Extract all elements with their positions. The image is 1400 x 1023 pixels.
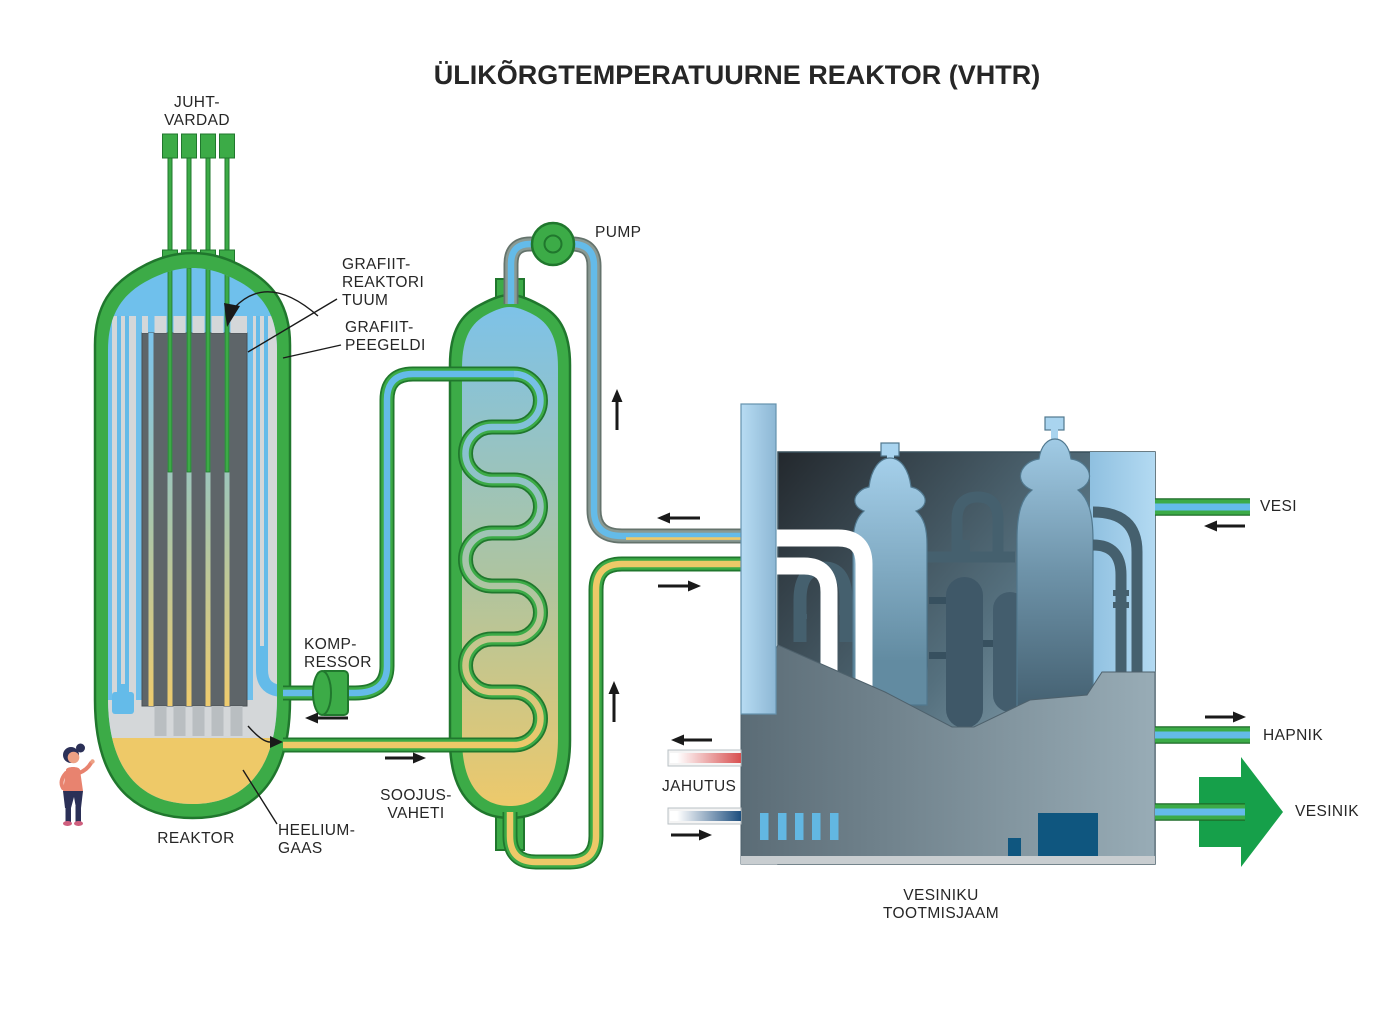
label-graphite-reflector: GRAFIIT- PEEGELDI [345, 319, 426, 354]
person-pants [63, 791, 83, 808]
secondary-loop [502, 236, 741, 870]
label-control-rods: JUHT- VARDAD [164, 94, 230, 129]
plant-reactor-vessel-large [1016, 416, 1094, 761]
return-pipe-cool [507, 240, 741, 540]
label-oxygen: HAPNIK [1263, 727, 1324, 744]
cooling-in-pipe [670, 811, 741, 821]
label-pump: PUMP [595, 224, 642, 241]
compressor [312, 670, 349, 716]
control-rods-inside [167, 268, 230, 473]
arrow-cooling-left [671, 734, 712, 746]
callout-reflector [282, 344, 342, 359]
callout-core [247, 298, 338, 353]
arrow-water-left [1204, 520, 1245, 532]
label-reactor: REAKTOR [157, 830, 235, 847]
rod-insertion-arrow [224, 291, 319, 327]
control-rods [162, 133, 235, 271]
person-shoe [63, 821, 72, 826]
cooling-pipes [667, 749, 742, 825]
label-water: VESI [1260, 498, 1297, 515]
downcomer-right-outlet [256, 650, 277, 697]
hydrogen-output [1155, 757, 1283, 867]
arrow-up-supply [608, 681, 620, 722]
label-heat-exchanger: SOOJUS- VAHETI [380, 787, 452, 822]
arrow-cooling-right [671, 829, 712, 841]
plant-chimney [740, 403, 777, 715]
label-graphite-core: GRAFIIT- REAKTORI TUUM [342, 256, 425, 309]
flow-arrows [305, 389, 1246, 841]
supply-pipe-hot [506, 560, 741, 866]
plant-windows [760, 813, 839, 840]
callout-helium [242, 769, 278, 825]
downcomer-right-insert [260, 316, 264, 646]
primary-helium-loop [283, 366, 548, 753]
reactor-vessel [93, 133, 319, 820]
core-pedestals [154, 706, 243, 736]
callout-lines [242, 298, 342, 825]
plant-white-pipes [776, 529, 873, 812]
arrow-up-return [611, 389, 623, 430]
arrow-supply-right [658, 580, 701, 592]
graphite-core [141, 332, 248, 707]
cold-helium-pipe [283, 370, 514, 697]
person-face [67, 751, 80, 764]
cooling-out-pipe [670, 753, 741, 763]
hydrogen-plant [740, 403, 1156, 865]
hx-coil [462, 370, 544, 749]
person-shoe [74, 821, 83, 826]
label-hydrogen-plant: VESINIKU TOOTMISJAAM [882, 887, 1000, 922]
arrow-return-left [657, 512, 700, 524]
arrow-cold-left [305, 712, 348, 724]
person-figure [59, 743, 95, 826]
arrow-oxygen-right [1205, 711, 1246, 723]
compressor-end-cap [312, 670, 332, 716]
pump-icon [530, 221, 576, 267]
label-helium-gas: HEELIUM- GAAS [278, 822, 356, 857]
downcomer-left-foot [112, 692, 134, 714]
diagram-title: ÜLIKÕRGTEMPERATUURNE REAKTOR (VHTR) [433, 60, 1041, 90]
arrow-hot-right [385, 752, 426, 764]
label-hydrogen: VESINIK [1295, 803, 1359, 820]
plant-door [1038, 813, 1098, 863]
downcomer-left-insert [121, 316, 125, 684]
label-cooling: JAHUTUS [662, 778, 737, 795]
top-reflector-stubs [142, 316, 247, 333]
core-coolant-channels [148, 333, 230, 706]
plant-base-strip [741, 856, 1155, 864]
plant-right-pipes [1092, 506, 1143, 830]
helium-outlet-arrow [247, 725, 283, 748]
label-compressor: KOMP- RESSOR [304, 636, 372, 671]
